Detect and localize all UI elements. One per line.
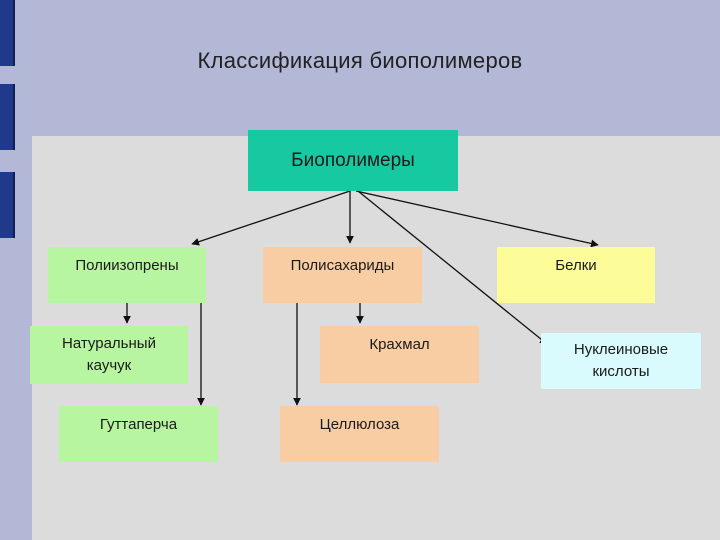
accent-bar-top (0, 0, 15, 66)
node-polyisoprenes: Полиизопрены (48, 247, 206, 303)
node-starch: Крахмал (320, 326, 479, 383)
arrow-root-to-nucleic-acids (357, 190, 548, 345)
node-cellulose-label: Целлюлоза (319, 416, 400, 433)
node-starch-label: Крахмал (369, 336, 430, 353)
arrow-root-to-proteins (355, 190, 599, 248)
node-gutta-percha: Гуттаперча (59, 406, 218, 462)
node-polysaccharides-label: Полисахариды (290, 257, 395, 274)
node-nucleic-acids-label: Нуклеиновые кислоты (573, 341, 669, 380)
node-gutta-percha-label: Гуттаперча (99, 416, 178, 433)
node-biopolymers-label: Биополимеры (291, 149, 415, 171)
node-polyisoprenes-label: Полиизопрены (75, 257, 179, 274)
slide-title: Классификация биополимеров (197, 48, 523, 73)
accent-bar-bottom (0, 172, 15, 238)
node-natural-rubber-label: Натуральный каучук (62, 335, 156, 374)
node-nucleic-acids: Нуклеиновые кислоты (541, 333, 701, 389)
node-proteins-label: Белки (555, 257, 597, 274)
node-proteins: Белки (497, 247, 655, 303)
node-natural-rubber: Натуральный каучук (30, 326, 188, 384)
node-cellulose: Целлюлоза (280, 406, 439, 462)
node-biopolymers: Биополимеры (248, 130, 458, 191)
accent-bar-middle (0, 84, 15, 150)
arrow-root-to-polyisoprenes (191, 190, 351, 246)
node-polysaccharides: Полисахариды (263, 247, 422, 303)
